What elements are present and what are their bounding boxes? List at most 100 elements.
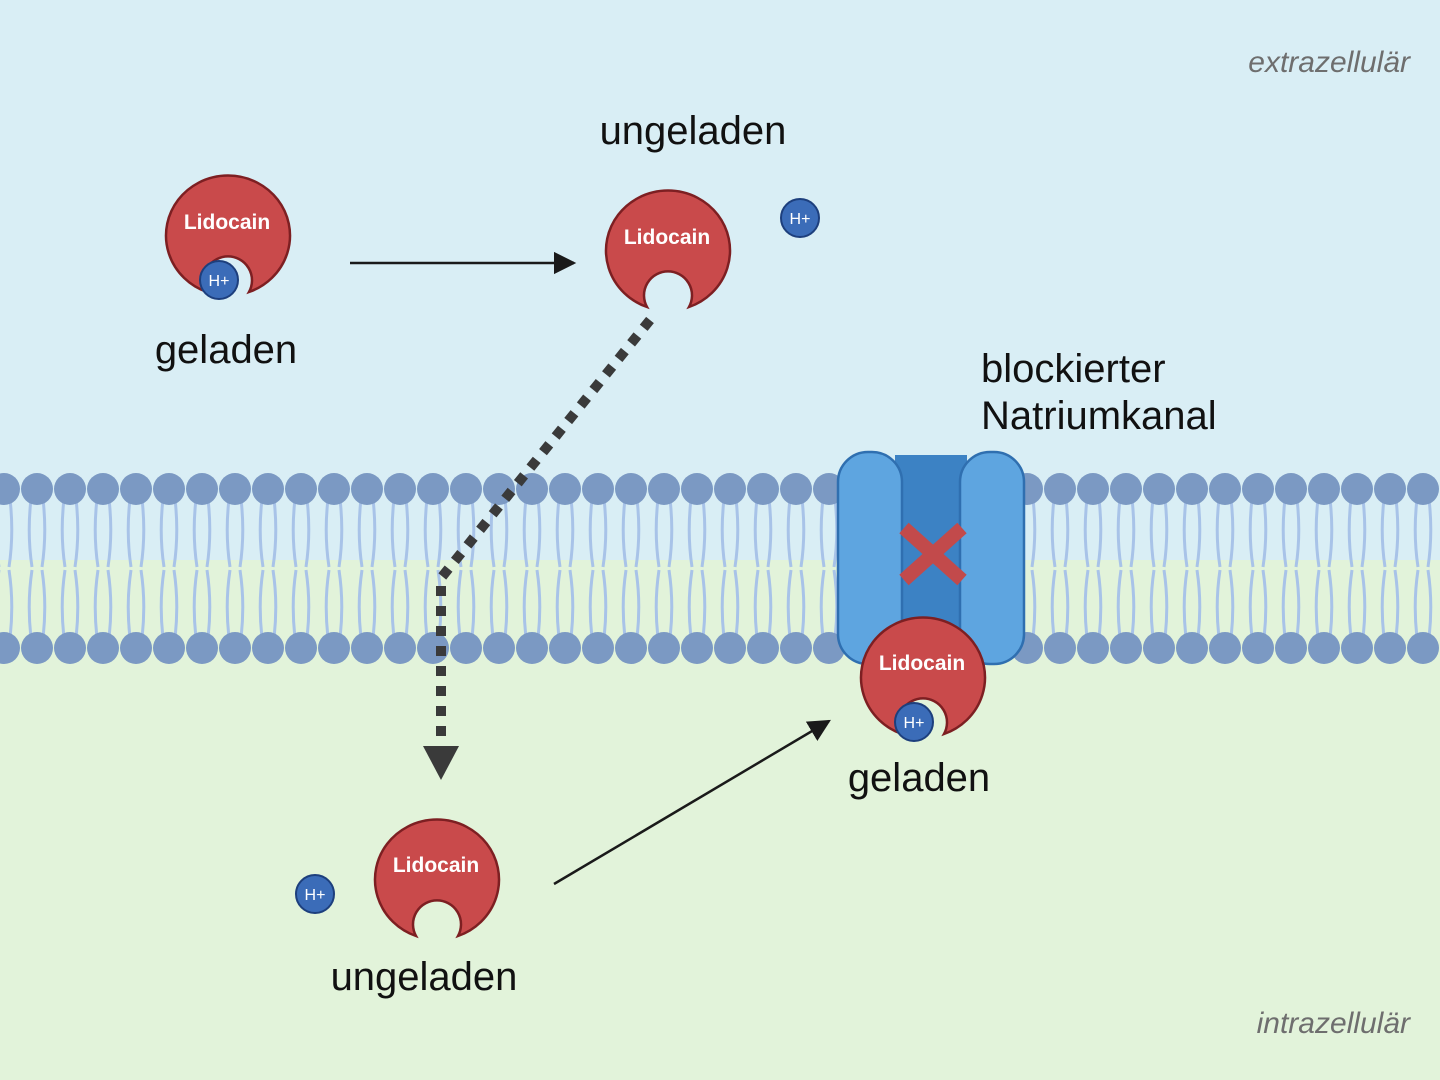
lipid-head: [1308, 473, 1340, 505]
lipid-tail: [1228, 498, 1235, 568]
lipid-tail: [1182, 569, 1189, 639]
lipid-tail: [27, 569, 34, 639]
lipid-tail: [1327, 498, 1334, 568]
lipid-tails-inner: [0, 569, 1433, 639]
lipid-tail: [370, 498, 377, 568]
lipid-head: [549, 632, 581, 664]
lipid-tail: [1380, 498, 1387, 568]
label-charged-top: geladen: [155, 328, 297, 372]
lipid-tail: [73, 569, 80, 639]
lipid-tail: [126, 498, 133, 568]
lipid-head: [153, 473, 185, 505]
lipid-tail: [271, 569, 278, 639]
lipid-tail: [1327, 569, 1334, 639]
lipid-tail: [1281, 569, 1288, 639]
lidocain-label: Lidocain: [393, 854, 479, 877]
lipid-tail: [1096, 569, 1103, 639]
lipid-tail: [502, 569, 509, 639]
lipid-tail: [205, 569, 212, 639]
lipid-tail: [588, 498, 595, 568]
lipid-tail: [258, 498, 265, 568]
lipid-tail: [291, 569, 298, 639]
lipid-tail: [7, 569, 14, 639]
label-uncharged-bottom: ungeladen: [331, 955, 518, 999]
lipid-tail: [654, 498, 661, 568]
lipid-tail: [568, 498, 575, 568]
lipid-head: [1242, 473, 1274, 505]
lipid-tail: [423, 569, 430, 639]
lipid-tail: [1063, 498, 1070, 568]
lipid-head: [1209, 473, 1241, 505]
label-charged-bottom: geladen: [848, 756, 990, 800]
lipid-tail: [1347, 569, 1354, 639]
lipid-tail: [60, 498, 67, 568]
lipid-tail: [733, 569, 740, 639]
lipid-tail: [469, 498, 476, 568]
lipid-tail: [1294, 498, 1301, 568]
lipid-tail: [1261, 569, 1268, 639]
diffusion-dotted-arrow: [423, 316, 654, 780]
cell-membrane: [0, 473, 1439, 664]
lipid-tail: [1281, 498, 1288, 568]
lipid-tail: [1294, 569, 1301, 639]
lipid-tail: [1149, 498, 1156, 568]
proton-icon: H+: [894, 702, 934, 742]
free-proton-top: H+: [780, 198, 820, 238]
lipid-tail: [588, 569, 595, 639]
lipid-head: [1242, 632, 1274, 664]
lipid-tail: [766, 569, 773, 639]
lipid-tail: [172, 569, 179, 639]
lipid-tail: [1380, 569, 1387, 639]
lipid-tail: [1162, 498, 1169, 568]
lipid-head: [1077, 632, 1109, 664]
lipid-tail: [555, 569, 562, 639]
lipid-tail: [370, 569, 377, 639]
lipid-head: [21, 473, 53, 505]
lipid-tail: [700, 569, 707, 639]
lipid-head: [681, 473, 713, 505]
lipid-tail: [106, 569, 113, 639]
lipid-tail: [1347, 498, 1354, 568]
lipid-tail: [1413, 498, 1420, 568]
lipid-tail: [192, 498, 199, 568]
lipid-head: [549, 473, 581, 505]
lipid-head: [582, 473, 614, 505]
lipid-tail: [1215, 498, 1222, 568]
lipid-tail: [1360, 569, 1367, 639]
lipid-head: [186, 632, 218, 664]
lipid-tail: [1393, 569, 1400, 639]
lipid-tail: [1162, 569, 1169, 639]
lipid-tail: [390, 569, 397, 639]
lipid-head: [0, 632, 20, 664]
lipid-tail: [832, 498, 839, 568]
lipid-head: [780, 473, 812, 505]
lipid-tail: [159, 569, 166, 639]
lipid-tail: [192, 569, 199, 639]
lidocain-uncharged-bottom: Lidocain: [373, 818, 501, 938]
lipid-tail: [258, 569, 265, 639]
lipid-tail: [469, 569, 476, 639]
proton-label: H+: [790, 211, 811, 228]
free-proton-bottom: H+: [295, 874, 335, 914]
lipid-tail: [93, 498, 100, 568]
lipid-tail: [766, 498, 773, 568]
lidocain-bound-channel: Lidocain H+: [859, 616, 987, 742]
lipid-tail: [159, 498, 166, 568]
lipid-head: [318, 473, 350, 505]
lipid-tail: [139, 569, 146, 639]
lipid-tail: [205, 498, 212, 568]
lipid-tail: [60, 569, 67, 639]
lipid-head: [615, 632, 647, 664]
lipid-tail: [1149, 569, 1156, 639]
lipid-tail: [502, 498, 509, 568]
lipid-head: [351, 632, 383, 664]
lipid-head: [813, 632, 845, 664]
lipid-tail: [522, 498, 529, 568]
lipid-head: [714, 632, 746, 664]
lipid-tail: [291, 498, 298, 568]
channel-label-line2: Natriumkanal: [981, 394, 1217, 438]
lipid-tail: [621, 569, 628, 639]
lipid-tail: [324, 569, 331, 639]
lipid-tail: [786, 569, 793, 639]
lipid-head: [1374, 473, 1406, 505]
